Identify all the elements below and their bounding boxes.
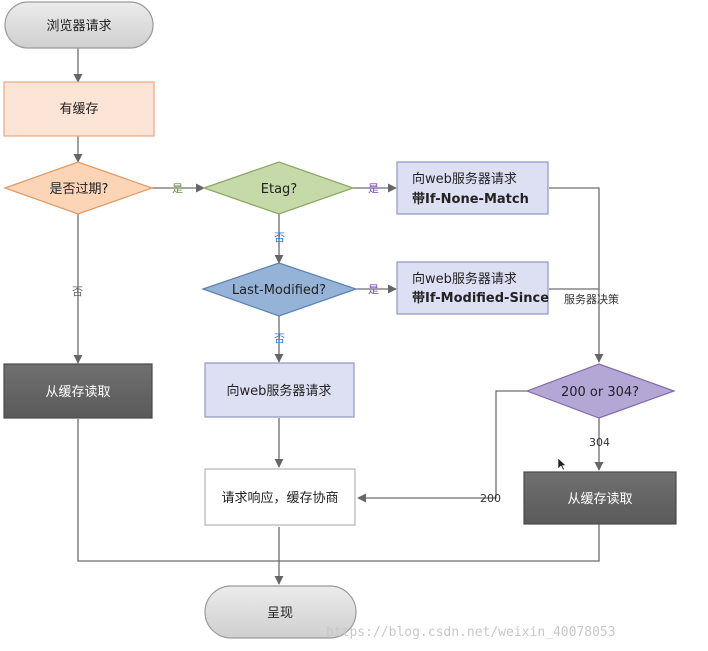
node-response-negotiate: 请求响应，缓存协商 [204,468,356,526]
label-etag-no: 否 [274,231,285,244]
node-read-cache-left: 从缓存读取 [3,363,153,419]
if-modified-since-line1: 向web服务器请求 [412,271,517,287]
node-etag-decision: Etag? [202,161,355,215]
watermark-url: https://blog.csdn.net/weixin_40078053 [326,625,616,640]
node-expired-decision: 是否过期? [3,161,154,215]
edge-readcache-right-render [279,524,600,562]
label-code-200: 200 [480,492,501,505]
edges [73,48,604,585]
label-expired-yes: 是 [172,182,183,195]
edge-ifnonematch-to-status [549,187,604,363]
label-server-decides: 服务器决策 [564,292,619,306]
label-lastmod-yes: 是 [368,283,379,296]
render-label: 呈现 [267,606,293,621]
if-modified-since-line2: 带If-Modified-Since [412,290,549,306]
node-request-if-none-match: 向web服务器请求 带If-None-Match [396,161,549,215]
edge-status-200 [357,390,527,503]
read-cache-left-label: 从缓存读取 [45,385,110,400]
if-none-match-line2: 带If-None-Match [412,191,529,207]
node-render: 呈现 [204,585,357,639]
mouse-cursor-icon [557,457,567,471]
etag-label: Etag? [261,182,297,197]
label-code-304: 304 [589,436,610,449]
last-modified-label: Last-Modified? [232,283,326,298]
browser-request-label: 浏览器请求 [46,18,111,34]
label-etag-yes: 是 [368,182,379,195]
node-read-cache-right: 从缓存读取 [523,471,677,525]
node-last-modified-decision: Last-Modified? [201,262,358,317]
expired-label: 是否过期? [50,182,109,197]
node-status-decision: 200 or 304? [525,363,676,419]
node-browser-request: 浏览器请求 [4,1,154,49]
if-none-match-line1: 向web服务器请求 [412,171,517,187]
edge-readcache-left-render [77,419,279,562]
label-expired-no: 否 [72,285,83,298]
response-negotiate-label: 请求响应，缓存协商 [221,490,338,506]
read-cache-right-label: 从缓存读取 [567,492,632,507]
has-cache-label: 有缓存 [59,102,98,117]
node-request-if-modified-since: 向web服务器请求 带If-Modified-Since [396,261,549,315]
request-web-server-label: 向web服务器请求 [227,383,332,399]
node-request-web-server: 向web服务器请求 [204,362,355,418]
node-has-cache: 有缓存 [3,81,155,137]
status-label: 200 or 304? [561,385,639,400]
label-lastmod-no: 否 [274,332,285,345]
